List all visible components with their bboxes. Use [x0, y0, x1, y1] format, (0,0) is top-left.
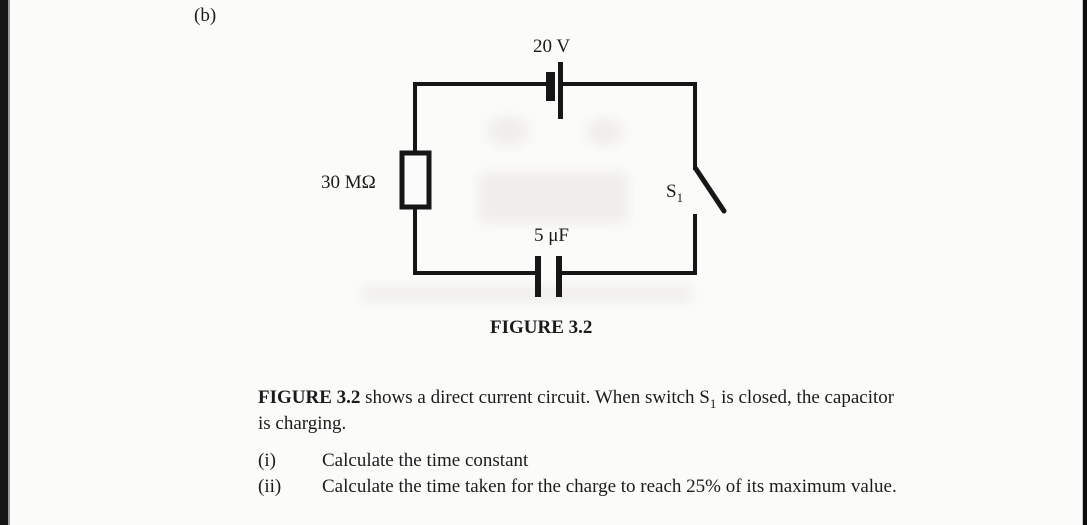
wire-right-bottom — [561, 214, 697, 275]
question-numeral: (i) — [258, 450, 276, 471]
battery-voltage-label: 20 V — [533, 36, 571, 57]
description-text-2: is closed, the capacitor is charging. — [258, 387, 895, 434]
resistor-symbol — [399, 150, 432, 210]
question-list: (i) Calculate the time constant (ii) Cal… — [258, 448, 918, 500]
figure-description: FIGURE 3.2 shows a direct current circui… — [258, 385, 898, 437]
figure-caption: FIGURE 3.2 — [490, 317, 593, 338]
description-text-1: shows a direct current circuit. When swi… — [360, 387, 710, 408]
capacitor-plate-left — [535, 256, 541, 297]
description-switch-subscript: 1 — [709, 395, 717, 411]
question-item: (i) Calculate the time constant — [258, 448, 918, 474]
capacitor-plate-right — [556, 256, 562, 297]
question-text: Calculate the time constant — [322, 450, 529, 471]
wire-bottom-left — [413, 205, 536, 275]
figure-ref-bold: FIGURE 3.2 — [258, 387, 361, 408]
circuit-diagram — [399, 62, 727, 297]
battery-negative-plate — [546, 72, 555, 101]
question-item: (ii) Calculate the time taken for the ch… — [258, 474, 918, 500]
question-numeral: (ii) — [258, 476, 282, 497]
switch-label-subscript: 1 — [676, 189, 684, 205]
wire-right-top — [561, 82, 697, 170]
switch-label: S1 — [666, 181, 684, 205]
resistor-value-label: 30 MΩ — [321, 172, 376, 193]
section-label: (b) — [194, 5, 217, 26]
question-text: Calculate the time taken for the charge … — [322, 476, 897, 497]
scan-edge-bar-left — [0, 0, 10, 525]
switch-blade — [693, 166, 727, 214]
capacitor-value-label: 5 μF — [534, 225, 570, 246]
switch-label-base: S — [666, 181, 677, 202]
wire-top-left — [413, 82, 548, 156]
battery-positive-plate — [558, 62, 563, 119]
scan-edge-bar-right — [1082, 0, 1087, 525]
